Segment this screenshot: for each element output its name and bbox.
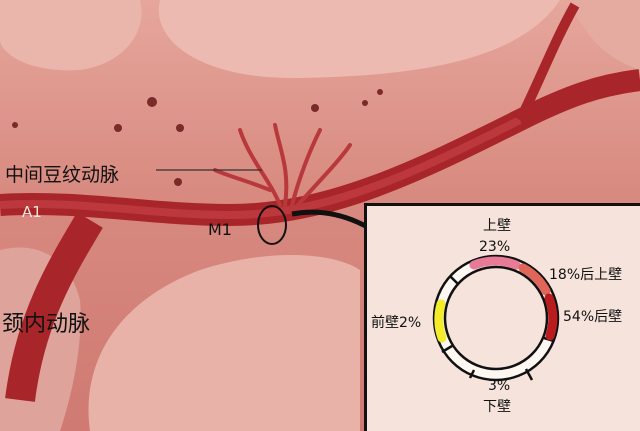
ica-label: 颈内动脉 xyxy=(2,312,91,337)
anterior-wall-label: 前壁2% xyxy=(371,315,422,331)
inferior-wall-percent: 3% xyxy=(488,378,511,394)
posterosuperior-wall-label: 18%后上壁 xyxy=(549,267,623,283)
m1-label: M1 xyxy=(208,220,232,239)
a1-label: A1 xyxy=(22,203,42,221)
anterior-wall-segment xyxy=(434,299,447,343)
inferior-wall-label: 下壁 xyxy=(483,399,511,415)
posterior-wall-label: 54%后壁 xyxy=(563,309,623,325)
vessel-wall-distribution-inset: 上壁 23% 18%后上壁 54%后壁 前壁2% 3% 下壁 xyxy=(364,203,640,431)
superior-wall-segment xyxy=(469,256,521,270)
vessel-wall-ring xyxy=(432,254,560,382)
posterior-wall-segment xyxy=(544,293,558,341)
superior-wall-label: 上壁 xyxy=(483,218,511,234)
superior-wall-percent: 23% xyxy=(479,239,511,255)
posterosuperior-wall-segment xyxy=(518,263,551,296)
lenticulostriate-label: 中间豆纹动脉 xyxy=(5,164,120,186)
